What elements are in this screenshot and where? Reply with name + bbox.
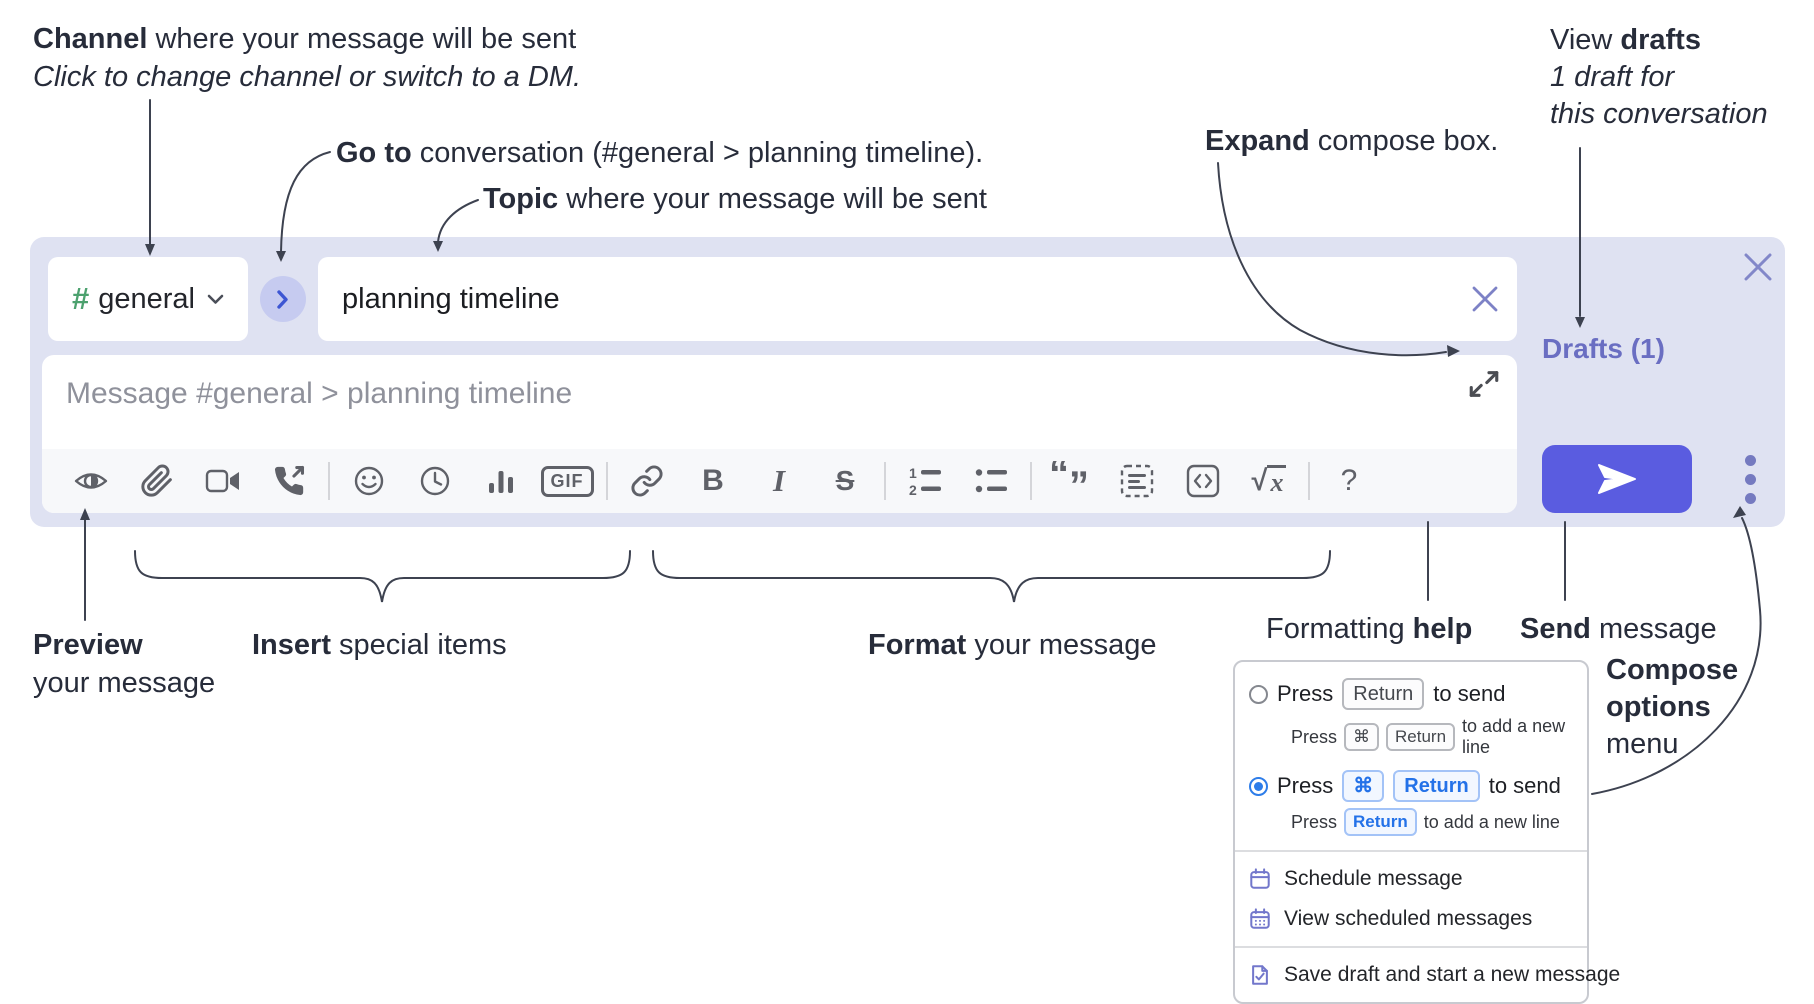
menu-item-save-draft[interactable]: Save draft and start a new message [1249,955,1620,995]
key-cmd: ⌘ [1342,770,1385,802]
send-button[interactable] [1542,445,1692,513]
clear-topic-icon[interactable] [1471,285,1499,313]
channel-selector[interactable]: # general [48,257,248,341]
compose-options-menu: Press Return to send Press ⌘ Return to a… [1233,660,1620,1004]
emoji-smiley-icon[interactable] [336,449,402,513]
svg-text:1: 1 [909,465,917,481]
inline-code-icon[interactable] [1170,449,1236,513]
expand-annotation: Expand compose box. [1205,125,1499,157]
annotated-compose-screenshot: Channel where your message will be sent … [0,0,1814,944]
toolbar-divider [1030,462,1032,500]
clock-icon[interactable] [402,449,468,513]
menu-item-view-scheduled[interactable]: View scheduled messages [1249,899,1573,939]
compose-options-annotation: Compose options menu [1606,654,1739,760]
channel-annotation-rest: where your message will be sent [147,23,577,55]
svg-text:”: ” [1069,464,1089,501]
topic-input[interactable] [318,282,1438,316]
gif-icon[interactable]: GIF [534,449,600,513]
send-behavior-options: Press Return to send Press ⌘ Return to a… [1235,662,1587,850]
goto-annotation: Go to conversation (#general > planning … [336,137,984,169]
radio-option-return-sub: Press ⌘ Return to add a new line [1291,716,1566,757]
message-input[interactable]: Message #general > planning timeline [42,355,1517,449]
key-return: Return [1344,808,1417,836]
video-camera-icon[interactable] [190,449,256,513]
menu-item-schedule-message[interactable]: Schedule message [1249,859,1573,899]
link-icon[interactable] [614,449,680,513]
send-plane-icon [1598,464,1636,494]
preview-annotation: Preview your message [33,629,216,699]
italic-icon[interactable]: I [772,463,786,498]
key-return: Return [1393,770,1480,802]
formatting-help-annotation: Formatting help [1266,613,1473,645]
channel-annotation: Channel where your message will be sent … [33,20,581,96]
toolbar-divider [606,462,608,500]
preview-eye-icon[interactable] [58,449,124,513]
chevron-right-icon [277,289,288,309]
key-cmd: ⌘ [1344,723,1380,751]
send-annotation: Send message [1520,613,1717,645]
key-return: Return [1386,723,1456,751]
radio-unselected-icon[interactable] [1249,684,1268,704]
radio-selected-icon[interactable] [1249,776,1268,796]
svg-text:2: 2 [909,482,917,497]
formatting-help-icon[interactable]: ? [1340,464,1358,497]
goto-conversation-button[interactable] [260,276,306,322]
formula-icon[interactable]: √x [1236,449,1302,513]
view-drafts-annotation: View drafts 1 draft for this conversatio… [1550,24,1768,130]
channel-hash-icon: # [72,281,90,316]
topic-field [318,257,1517,341]
save-draft-section: Save draft and start a new message [1235,946,1620,1002]
radio-option-cmd-return[interactable]: Press ⌘ Return to send [1249,770,1573,802]
svg-text:“: “ [1049,461,1069,496]
radio-option-return[interactable]: Press Return to send [1249,678,1573,710]
topic-annotation: Topic where your message will be sent [483,183,987,215]
insert-annotation: Insert special items [252,629,507,661]
channel-annotation-sub: Click to change channel or switch to a D… [33,61,582,93]
ellipsis-dot [1744,454,1756,466]
code-block-icon[interactable] [1104,449,1170,513]
toolbar-divider [328,462,330,500]
strikethrough-icon[interactable]: S [835,465,855,496]
ellipsis-dot [1744,492,1756,504]
drafts-link[interactable]: Drafts (1) [1542,333,1665,364]
radio-option-cmd-return-sub: Press Return to add a new line [1291,808,1573,836]
close-icon[interactable] [1742,251,1774,283]
channel-annotation-bold: Channel [33,23,148,55]
compose-box: # general Drafts (1) Message # [30,237,1785,527]
bold-icon[interactable]: B [702,464,724,497]
bar-chart-icon[interactable] [468,449,534,513]
paperclip-icon[interactable] [124,449,190,513]
calendar-icon [1249,868,1271,890]
message-placeholder: Message #general > planning timeline [66,377,573,410]
message-compose-area: Message #general > planning timeline [42,355,1517,513]
key-return: Return [1342,678,1425,710]
blockquote-icon[interactable]: “” [1038,449,1104,513]
format-annotation: Format your message [868,629,1157,661]
toolbar-divider [1308,462,1310,500]
compose-options-button[interactable] [1730,449,1770,509]
save-draft-icon [1249,964,1271,986]
ellipsis-dot [1744,473,1756,485]
phone-call-icon[interactable] [256,449,322,513]
toolbar-divider [884,462,886,500]
calendar-scheduled-icon [1249,908,1271,930]
chevron-down-icon [207,294,224,305]
channel-name: general [98,282,195,315]
bulleted-list-icon[interactable] [958,449,1024,513]
expand-diagonal-icon[interactable] [1467,367,1501,401]
schedule-section: Schedule message View scheduled messages [1235,850,1587,946]
